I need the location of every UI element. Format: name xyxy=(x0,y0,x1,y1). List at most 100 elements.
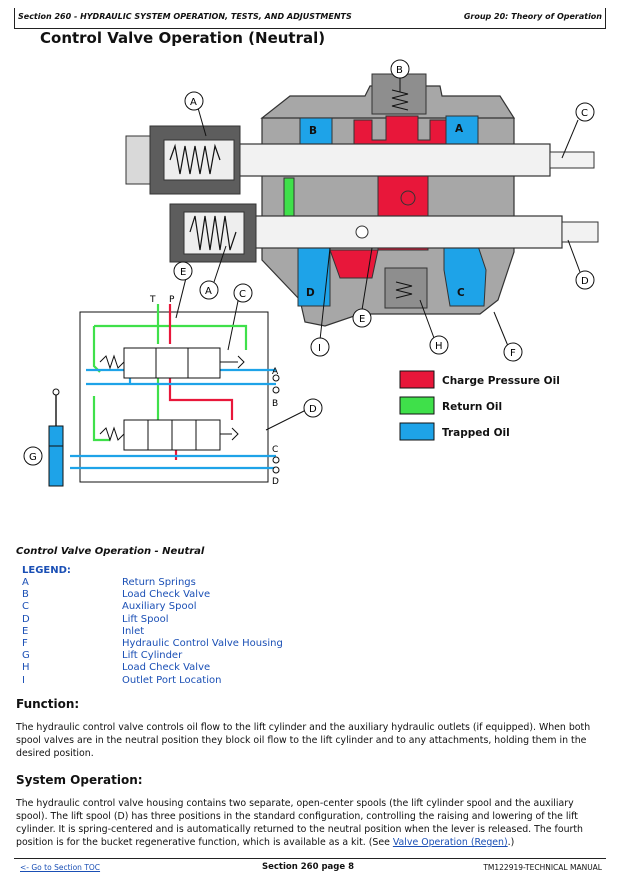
schematic-label-a: A xyxy=(272,367,279,377)
legend-key: B xyxy=(22,589,29,601)
port-label-a: A xyxy=(455,123,464,135)
page-footer: <- Go to Section TOC Section 260 page 8 … xyxy=(14,858,606,875)
svg-text:I: I xyxy=(318,343,321,354)
legend-value: Inlet xyxy=(122,625,145,637)
legend-value: Outlet Port Location xyxy=(122,674,222,686)
function-paragraph: The hydraulic control valve controls oil… xyxy=(16,722,591,759)
schematic-port-connectors xyxy=(272,374,280,474)
callout-f: F xyxy=(503,342,523,362)
callout-a-lower: A xyxy=(199,280,219,300)
callout-e-lower: E xyxy=(352,308,372,328)
lift-spool xyxy=(199,215,563,249)
control-valve-diagram: B A D C A B C D E A xyxy=(23,59,599,487)
charge-pressure-lower xyxy=(329,249,379,279)
system-operation-text-end: .) xyxy=(507,837,515,848)
schematic-lift-valve xyxy=(99,419,239,451)
manual-id: TM122919-TECHNICAL MANUAL xyxy=(483,863,602,872)
svg-text:A: A xyxy=(190,97,197,108)
figure-caption: Control Valve Operation - Neutral xyxy=(16,546,205,557)
lower-return-spring xyxy=(189,215,237,251)
legend-key: C xyxy=(22,601,29,613)
svg-text:E: E xyxy=(180,267,186,278)
port-label-b: B xyxy=(309,125,317,137)
port-label-d: D xyxy=(306,287,315,299)
svg-text:H: H xyxy=(435,341,443,352)
key-label-charge: Charge Pressure Oil xyxy=(442,375,560,387)
port-label-c: C xyxy=(457,287,465,299)
bottom-load-check-spring xyxy=(395,281,413,299)
callout-e-top: E xyxy=(173,261,193,281)
svg-text:C: C xyxy=(581,108,588,119)
legend-value: Load Check Valve xyxy=(122,589,211,601)
svg-text:E: E xyxy=(359,314,365,325)
legend-heading: LEGEND: xyxy=(22,565,71,576)
callout-a-top: A xyxy=(184,91,204,111)
schematic-frame xyxy=(79,311,269,483)
auxiliary-spool-rod xyxy=(549,151,595,169)
key-swatch-return xyxy=(399,396,435,415)
schematic-auxiliary-valve xyxy=(99,347,245,379)
group-title: Group 20: Theory of Operation xyxy=(463,12,602,21)
go-to-section-toc-link[interactable]: <- Go to Section TOC xyxy=(20,863,101,872)
key-swatch-trapped xyxy=(399,422,435,441)
top-load-check-spring xyxy=(391,89,409,111)
svg-text:C: C xyxy=(239,289,246,300)
key-swatch-charge xyxy=(399,370,435,389)
svg-text:B: B xyxy=(396,65,403,76)
function-heading: Function: xyxy=(16,697,80,711)
lift-cylinder xyxy=(48,388,64,487)
legend-value: Lift Spool xyxy=(122,613,169,625)
legend-value: Auxiliary Spool xyxy=(122,601,197,613)
lift-spool-rod xyxy=(561,221,599,243)
key-label-return: Return Oil xyxy=(442,401,502,413)
callout-c-schematic: C xyxy=(233,283,253,303)
schematic-label-t: T xyxy=(149,295,156,305)
page-title: Control Valve Operation (Neutral) xyxy=(40,29,326,47)
system-operation-heading: System Operation: xyxy=(16,773,143,787)
trapped-oil-c xyxy=(443,239,487,307)
callout-g: G xyxy=(23,446,43,466)
schematic-label-c: C xyxy=(272,445,278,455)
system-operation-text: The hydraulic control valve housing cont… xyxy=(16,798,583,848)
legend-key: F xyxy=(22,637,28,649)
schematic-label-b: B xyxy=(272,399,278,409)
legend-value: Load Check Valve xyxy=(122,662,211,674)
schematic-label-d: D xyxy=(272,477,279,487)
legend-key: E xyxy=(22,625,29,637)
svg-text:A: A xyxy=(205,286,212,297)
svg-text:D: D xyxy=(581,276,589,287)
legend-key: H xyxy=(22,662,30,674)
header-left-rule xyxy=(14,8,15,28)
svg-text:F: F xyxy=(510,348,516,359)
legend-value: Lift Cylinder xyxy=(122,650,183,662)
callout-leaders xyxy=(175,78,581,431)
outlet-check-ball xyxy=(355,225,369,239)
svg-text:G: G xyxy=(29,452,37,463)
callout-d-schematic: D xyxy=(303,398,323,418)
system-operation-paragraph: The hydraulic control valve housing cont… xyxy=(16,797,606,849)
legend-key: D xyxy=(22,613,30,625)
callout-h: H xyxy=(429,335,449,355)
header-right-rule xyxy=(605,8,606,28)
upper-return-spring xyxy=(169,143,221,175)
section-title: Section 260 - HYDRAULIC SYSTEM OPERATION… xyxy=(18,12,352,21)
charge-check-ball xyxy=(400,190,416,206)
callout-c-top: C xyxy=(575,102,595,122)
schematic-label-p: P xyxy=(169,295,175,305)
color-key: Charge Pressure Oil Return Oil Trapped O… xyxy=(399,370,560,441)
callout-i: I xyxy=(310,337,330,357)
schematic-trapped-lines xyxy=(70,368,276,470)
legend-key: I xyxy=(22,674,25,686)
page-header: Section 260 - HYDRAULIC SYSTEM OPERATION… xyxy=(14,8,606,29)
lower-spring-chamber xyxy=(183,211,245,255)
legend-key: A xyxy=(22,577,29,588)
valve-operation-regen-link[interactable]: Valve Operation (Regen) xyxy=(392,837,508,848)
legend-key: G xyxy=(22,650,30,662)
page-number: Section 260 page 8 xyxy=(262,862,354,872)
legend-value: Hydraulic Control Valve Housing xyxy=(122,637,283,649)
legend-value: Return Springs xyxy=(122,577,196,588)
callout-d-top: D xyxy=(575,270,595,290)
callout-b: B xyxy=(390,59,410,79)
svg-text:D: D xyxy=(309,404,317,415)
key-label-trapped: Trapped Oil xyxy=(442,427,510,439)
